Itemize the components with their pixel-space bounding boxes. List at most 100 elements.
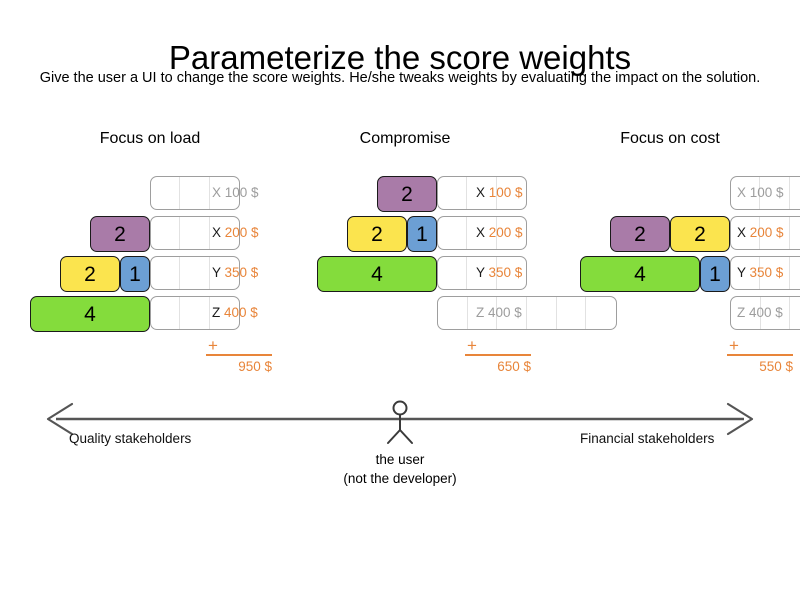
row-label: X 100 $ <box>476 183 523 203</box>
weight-track[interactable] <box>437 176 527 210</box>
weight-segment[interactable]: 2 <box>60 256 120 292</box>
total-rule <box>465 354 531 356</box>
track-slot[interactable] <box>497 297 528 329</box>
row-label: X 100 $ <box>212 183 259 203</box>
axis-caption-right: Financial stakeholders <box>580 431 715 446</box>
weight-segment[interactable]: 1 <box>120 256 150 292</box>
weight-segment[interactable]: 2 <box>90 216 150 252</box>
track-slot[interactable] <box>438 177 468 209</box>
weight-fill: 2 <box>377 176 437 212</box>
row-letter: Z <box>212 305 221 320</box>
row-letter: X <box>476 185 486 200</box>
total-value: 550 $ <box>759 359 793 374</box>
weight-row[interactable]: 2 X 100 $ <box>0 176 800 212</box>
weight-segment[interactable]: 2 <box>377 176 437 212</box>
weight-row[interactable]: 4 Y 350 $ <box>0 256 800 292</box>
track-slot[interactable] <box>760 257 790 289</box>
row-label: X 200 $ <box>212 223 259 243</box>
row-letter: X <box>212 225 222 240</box>
weight-segment[interactable]: 2 <box>347 216 407 252</box>
track-slot[interactable] <box>467 177 497 209</box>
weight-row[interactable]: Z 400 $ <box>0 296 800 332</box>
row-label: Y 350 $ <box>476 263 522 283</box>
row-label: X 200 $ <box>737 223 784 243</box>
track-slot[interactable] <box>180 297 210 329</box>
track-slot[interactable] <box>790 217 800 249</box>
weight-row[interactable]: 4 Z 400 $ <box>0 296 800 332</box>
track-slot[interactable] <box>760 217 790 249</box>
user-caption-line-1: the user <box>375 452 425 467</box>
weight-segment[interactable]: 1 <box>407 216 437 252</box>
track-slot[interactable] <box>151 297 181 329</box>
row-letter: Z <box>476 305 485 320</box>
track-slot[interactable] <box>761 297 791 329</box>
total-plus-sign: + <box>729 336 739 355</box>
track-slot[interactable] <box>467 257 497 289</box>
track-slot[interactable] <box>790 297 800 329</box>
row-letter: Y <box>476 265 485 280</box>
weight-segment[interactable]: 4 <box>30 296 150 332</box>
weight-track[interactable] <box>437 296 617 330</box>
weight-row[interactable]: X 100 $ <box>0 176 800 212</box>
total-value: 950 $ <box>238 359 272 374</box>
row-price: 400 $ <box>745 305 783 320</box>
track-slot[interactable] <box>180 257 210 289</box>
weight-segment[interactable]: 2 <box>670 216 730 252</box>
row-price: 350 $ <box>745 265 784 280</box>
row-price: 400 $ <box>484 305 522 320</box>
track-slot[interactable] <box>731 297 761 329</box>
column-title: Focus on load <box>99 130 201 147</box>
weight-fill: 4 <box>30 296 150 332</box>
row-price: 200 $ <box>485 225 523 240</box>
track-slot[interactable] <box>438 297 468 329</box>
weight-track[interactable] <box>437 216 527 250</box>
track-slot[interactable] <box>180 177 210 209</box>
track-slot[interactable] <box>731 177 761 209</box>
weight-row[interactable]: Z 400 $ <box>0 296 800 332</box>
weight-segment[interactable]: 4 <box>317 256 437 292</box>
track-slot[interactable] <box>731 217 761 249</box>
weight-row[interactable]: X 100 $ <box>0 176 800 212</box>
column-title: Focus on cost <box>620 130 720 147</box>
row-price: 200 $ <box>746 225 784 240</box>
weight-row[interactable]: 2 X 200 $ <box>0 216 800 252</box>
row-letter: Y <box>212 265 221 280</box>
track-slot[interactable] <box>438 257 468 289</box>
track-slot[interactable] <box>557 297 587 329</box>
weight-track[interactable] <box>150 256 240 290</box>
weight-track[interactable] <box>150 296 240 330</box>
weight-fill: 4 <box>317 256 437 292</box>
track-slot[interactable] <box>151 177 181 209</box>
weight-track[interactable] <box>437 256 527 290</box>
row-label: X 200 $ <box>476 223 523 243</box>
track-slot[interactable] <box>151 257 181 289</box>
track-slot[interactable] <box>468 297 498 329</box>
weight-track[interactable] <box>150 216 240 250</box>
track-slot[interactable] <box>790 177 800 209</box>
row-label: Z 400 $ <box>212 303 258 323</box>
weight-track[interactable] <box>730 256 800 290</box>
weight-track[interactable] <box>730 216 800 250</box>
weight-segment[interactable]: 4 <box>580 256 700 292</box>
track-slot[interactable] <box>438 217 468 249</box>
weight-segment[interactable]: 1 <box>700 256 730 292</box>
row-price: 100 $ <box>485 185 523 200</box>
weight-segment[interactable]: 2 <box>610 216 670 252</box>
weight-track[interactable] <box>150 176 240 210</box>
row-letter: Z <box>737 305 746 320</box>
track-slot[interactable] <box>731 257 761 289</box>
weight-track[interactable] <box>730 296 800 330</box>
row-price: 100 $ <box>221 185 259 200</box>
track-slot[interactable] <box>527 297 557 329</box>
track-slot[interactable] <box>151 217 181 249</box>
track-slot[interactable] <box>760 177 790 209</box>
weight-track[interactable] <box>730 176 800 210</box>
track-slot[interactable] <box>180 217 210 249</box>
track-slot[interactable] <box>467 217 497 249</box>
track-slot[interactable] <box>790 257 800 289</box>
